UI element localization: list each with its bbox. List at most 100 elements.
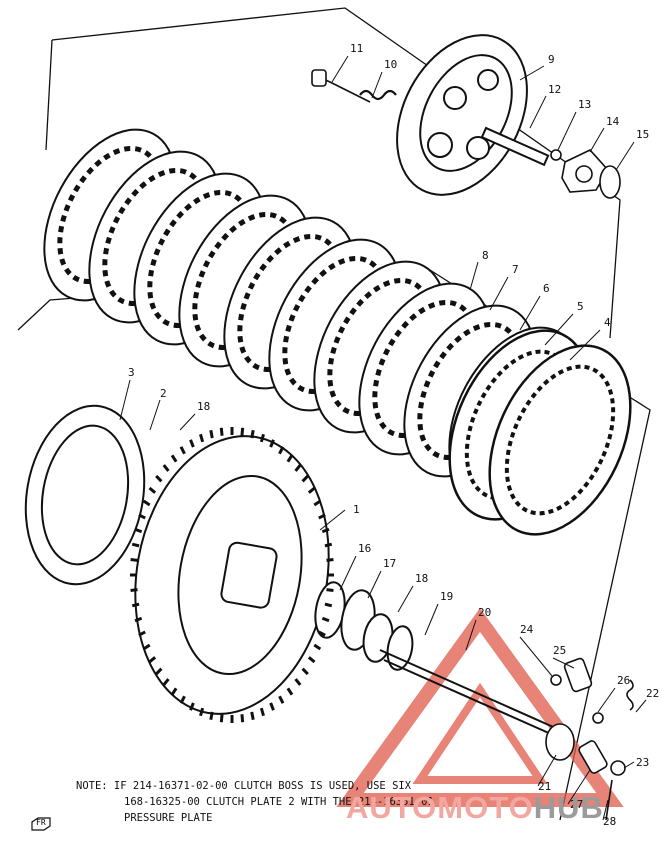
part-number-label: 15: [636, 128, 649, 141]
gear-tooth: [138, 513, 146, 520]
part-number-label: 27: [570, 798, 583, 811]
leader-line: [339, 555, 357, 591]
footnote: NOTE: IF 214-16371-02-00 CLUTCH BOSS IS …: [76, 778, 546, 826]
clutch-plate-stack: [43, 128, 632, 536]
part-number-labels: 1234567891011121314151617181819202122232…: [128, 42, 659, 828]
gear-tooth: [155, 474, 163, 483]
gear-tooth: [324, 602, 333, 608]
leader-line: [319, 509, 346, 531]
part-number-label: 9: [548, 53, 555, 66]
gear-tooth: [131, 542, 140, 548]
gear-tooth: [155, 667, 163, 676]
part-number-label: 17: [383, 557, 396, 570]
part-number-label: 25: [553, 644, 566, 657]
gear-tooth: [209, 429, 214, 439]
leader-line: [519, 65, 545, 81]
gear-tooth: [219, 714, 224, 723]
gear-tooth: [130, 558, 138, 562]
leader-line: [331, 55, 349, 83]
gear-tooth: [148, 486, 157, 494]
part-number-label: 5: [577, 300, 584, 313]
leader-line: [552, 657, 575, 669]
leader-line: [602, 799, 609, 821]
part-number-label: 11: [350, 42, 363, 55]
primary-driven-gear: [24, 404, 414, 715]
gear-tooth: [142, 499, 151, 507]
leader-line: [424, 603, 439, 636]
watermark: AUTOMOTOHUB: [346, 790, 604, 826]
watermark-text-2: HUB: [533, 790, 604, 825]
part-number-label: 6: [543, 282, 550, 295]
leader-line: [597, 687, 616, 713]
part-number-label: 13: [578, 98, 591, 111]
gear-tooth: [134, 616, 143, 623]
leader-line: [557, 111, 577, 151]
leader-line: [569, 329, 601, 361]
gear-tooth: [321, 616, 330, 623]
leader-line: [519, 295, 541, 331]
push-rod: [379, 649, 561, 739]
gear-tooth: [278, 695, 285, 704]
gear-tooth: [269, 702, 275, 711]
gear-tooth: [286, 454, 294, 463]
gear-tooth: [269, 439, 275, 448]
leader-line: [179, 413, 196, 431]
gear-tooth: [307, 656, 316, 664]
gear-tooth: [301, 474, 309, 483]
part-number-label: 12: [548, 83, 561, 96]
gear-tooth: [162, 678, 170, 686]
gear-tooth: [142, 643, 151, 651]
gear-tooth: [326, 588, 334, 592]
gear-tooth: [199, 433, 205, 443]
part-number-label: 18: [197, 400, 210, 413]
leader-line: [397, 585, 414, 613]
pressure-plate: [396, 34, 550, 196]
gear-tooth: [134, 527, 143, 534]
gear-tooth: [131, 602, 140, 608]
part-number-label: 28: [603, 815, 616, 828]
part-number-label: 16: [358, 542, 371, 555]
leader-lines: [119, 55, 647, 821]
part-number-label: 7: [512, 263, 519, 276]
gear-tooth: [259, 433, 265, 443]
leader-line: [119, 379, 131, 421]
leader-line: [529, 95, 547, 129]
watermark-text-1: AUTOMOTO: [346, 790, 534, 825]
gear-tooth: [324, 542, 333, 548]
part-number-label: 8: [482, 249, 489, 262]
leader-line: [469, 261, 479, 291]
gear-tooth: [179, 695, 186, 704]
gear-tooth: [313, 499, 322, 507]
gear-tooth: [259, 707, 265, 717]
leader-line: [615, 141, 635, 171]
gear-tooth: [318, 513, 326, 520]
gear-tooth: [294, 678, 302, 686]
gear-tooth: [240, 427, 245, 436]
part-number-label: 22: [646, 687, 659, 700]
gear-tooth: [162, 464, 170, 472]
gear-tooth: [179, 446, 186, 455]
watermark-logo-icon: [336, 608, 624, 807]
gear-tooth: [250, 711, 255, 721]
gear-tooth: [209, 711, 214, 721]
part-number-label: 21: [538, 780, 551, 793]
leader-line: [589, 127, 605, 153]
gear-tooth: [321, 527, 330, 534]
push-lever-assembly: [545, 657, 634, 821]
gear-tooth: [294, 464, 302, 472]
leader-line: [567, 769, 591, 805]
part-number-label: 3: [128, 366, 135, 379]
gear-tooth: [313, 643, 322, 651]
note-line-1: NOTE: IF 214-16371-02-00 CLUTCH BOSS IS …: [76, 780, 412, 792]
gear-tooth: [301, 667, 309, 676]
gear-tooth: [138, 630, 146, 637]
gear-tooth: [240, 714, 245, 723]
front-arrow-icon: [31, 817, 51, 831]
clutch-screw-and-spring: [311, 69, 621, 199]
gear-tooth: [326, 558, 334, 562]
part-number-label: 24: [520, 623, 534, 636]
gear-tooth: [189, 439, 195, 448]
gear-tooth: [170, 454, 178, 463]
